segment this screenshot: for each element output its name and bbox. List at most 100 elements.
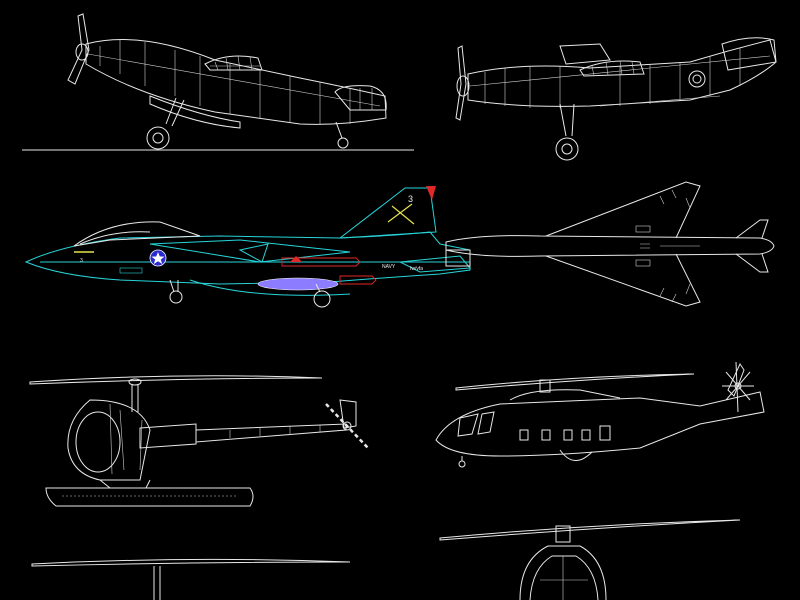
- nose-gear-strut: [169, 279, 179, 293]
- windshield-frame: [540, 556, 588, 600]
- tail-boom-ticks: [229, 425, 321, 438]
- tail-fin-ribs: [359, 88, 373, 110]
- missile: [281, 257, 361, 267]
- main-rotor-blade: [29, 375, 323, 385]
- lower-wing: [545, 253, 701, 307]
- external-fuel-tank: [257, 277, 339, 291]
- nose-wheel: [169, 290, 183, 304]
- main-gear-strut: [559, 103, 575, 137]
- rotor-hub: [555, 525, 571, 543]
- windshield: [529, 555, 599, 600]
- tail-number: 3: [408, 194, 413, 204]
- main-rotor-blade: [31, 558, 351, 567]
- canopy: [204, 55, 263, 71]
- tail-rotor-hub: [342, 421, 352, 431]
- fuselage-stringer: [469, 55, 771, 87]
- skid-struts: [99, 479, 151, 489]
- upper-tailplane: [735, 219, 769, 239]
- star-insignia-star: [151, 252, 165, 264]
- main-rotor-blade: [455, 373, 695, 391]
- fuselage: [435, 391, 765, 457]
- canopy-frame: [591, 60, 635, 77]
- swept-wing-aircraft-top-view: [445, 181, 775, 307]
- canopy: [73, 221, 201, 247]
- cabin-window: [519, 429, 529, 441]
- cabin-window: [75, 411, 121, 473]
- canopy-highlight: [79, 231, 151, 245]
- tail-fin: [721, 37, 777, 71]
- missile: [339, 275, 377, 285]
- fuselage: [445, 235, 775, 257]
- tail-wheel: [337, 137, 349, 149]
- cabin-bubble: [67, 399, 151, 481]
- cockpit-windows: [457, 411, 495, 437]
- tail-fin: [339, 399, 357, 429]
- fuselage: [85, 39, 387, 125]
- propeller-spinner: [456, 75, 470, 97]
- rotor-mast: [539, 379, 551, 393]
- wing: [149, 239, 351, 263]
- fuselage-panel-lines: [99, 40, 351, 124]
- canopy-frame: [210, 55, 260, 71]
- tail-boom: [195, 423, 347, 443]
- horizontal-stabilizer: [398, 255, 472, 273]
- cabin-frame: [109, 403, 143, 475]
- rotor-mast: [131, 384, 139, 412]
- wing: [149, 95, 241, 129]
- fighter-jet-side-view: 3 3 NAVY fw/vfa: [24, 186, 472, 308]
- main-wheel-hub: [561, 143, 573, 155]
- fuselage: [467, 39, 777, 107]
- engine-intake-lower: [635, 259, 651, 267]
- nose-number: 3: [80, 258, 83, 264]
- engine-housing: [139, 423, 197, 449]
- propeller-blade: [67, 13, 90, 85]
- fuselage: [24, 231, 471, 285]
- tail-fin: [334, 85, 387, 111]
- tail-rotor-hub: [734, 382, 742, 390]
- intake-panel: [119, 267, 143, 274]
- navy-mark: NAVY: [382, 264, 396, 270]
- canopy: [579, 60, 645, 77]
- engine-nozzle: [445, 249, 471, 267]
- tail-tip-marking: [426, 186, 436, 200]
- vertical-tail: [338, 187, 437, 239]
- float-skid: [45, 487, 254, 507]
- propeller-spinner: [75, 43, 89, 61]
- cabin-front: [519, 545, 607, 600]
- rotor-hub: [128, 378, 142, 386]
- nose-wheel: [458, 460, 466, 468]
- wing-fence: [238, 243, 269, 263]
- main-wheel: [555, 137, 579, 161]
- main-wheel: [313, 290, 331, 308]
- roundel-outer: [688, 70, 706, 88]
- fuselage-stringer: [87, 53, 381, 107]
- propeller-plane-side-view-2: [455, 37, 777, 161]
- tail-wheel-strut: [335, 121, 343, 139]
- wing-root-line: [599, 95, 721, 107]
- vertical-stabilizer: [559, 43, 611, 65]
- cabin-door: [599, 425, 611, 441]
- main-wheel-hub: [152, 132, 164, 144]
- missile-fin: [290, 256, 302, 262]
- small-mark: fw/vfa: [410, 266, 423, 272]
- propeller-plane-side-view-1: [22, 13, 414, 151]
- tail-rotor-blade: [325, 403, 369, 449]
- centerline-detail: [640, 243, 700, 249]
- cabin-window: [563, 429, 573, 441]
- lower-wing-control-surface: [659, 283, 691, 303]
- underbody-line: [189, 279, 351, 296]
- sponson: [559, 449, 593, 461]
- rotor-mast: [153, 566, 161, 600]
- cabin-window: [541, 429, 551, 441]
- fuselage-panel-lines: [484, 48, 741, 108]
- roundel-inner: [692, 74, 702, 84]
- light-helicopter-side-view: [29, 375, 369, 507]
- lower-tailplane: [735, 253, 769, 273]
- cabin-window: [581, 429, 591, 441]
- propeller-blade: [455, 45, 467, 121]
- tail-stripe-marking: [387, 203, 415, 225]
- main-gear-strut: [315, 283, 321, 293]
- main-wheel: [146, 126, 170, 150]
- main-rotor-blade: [439, 519, 741, 541]
